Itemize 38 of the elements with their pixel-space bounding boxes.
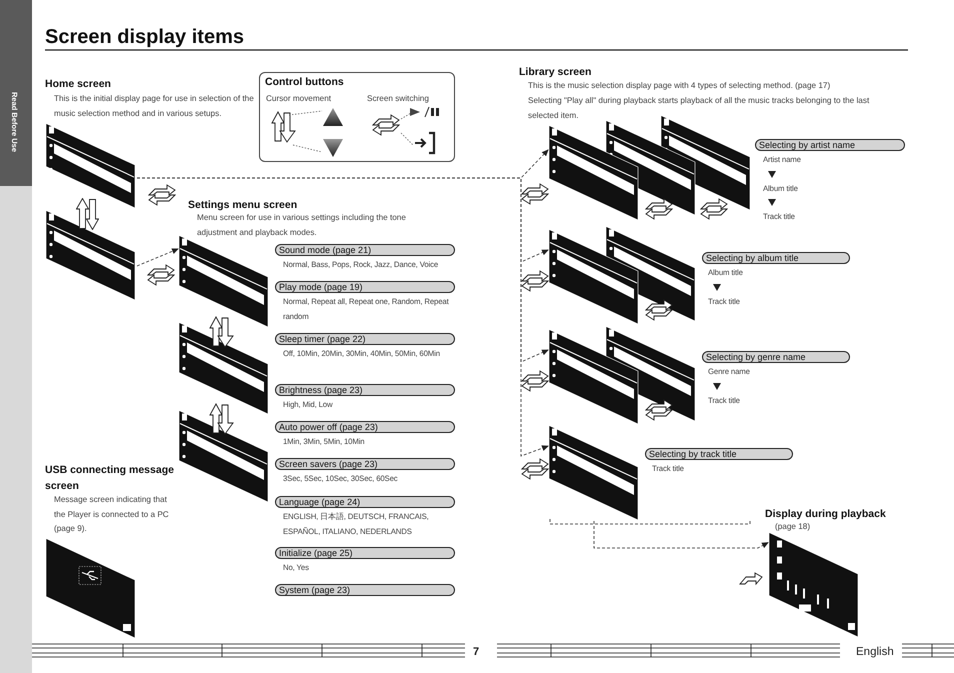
- menu-pill: Selecting by genre name: [702, 351, 850, 363]
- heading: Home screen: [45, 77, 111, 92]
- swap-arrows-icon: [147, 264, 175, 286]
- description-text: (page 18): [775, 521, 810, 533]
- block-arrow: [86, 199, 98, 230]
- menu-pill: Screen savers (page 23): [275, 458, 455, 470]
- dashed-connector: [136, 248, 179, 266]
- menu-pill: Selecting by track title: [645, 448, 793, 460]
- language-label: English: [856, 646, 894, 658]
- heading: USB connecting message screen: [45, 463, 175, 494]
- menu-pill: Language (page 24): [275, 496, 455, 508]
- menu-pill: Auto power off (page 23): [275, 421, 455, 433]
- description-text: Selecting "Play all" during playback starts playback of all the music tracks belonging to the last selected item.: [528, 95, 870, 122]
- dashed-connector: [594, 520, 769, 548]
- button-group-label: Screen switching: [367, 93, 429, 105]
- page-number: 7: [473, 646, 480, 658]
- block-arrow: [76, 198, 89, 230]
- heading: Settings menu screen: [188, 198, 298, 213]
- menu-pill: Initialize (page 25): [275, 547, 455, 559]
- menu-pill: System (page 23): [275, 584, 455, 596]
- page-title: Screen display items: [45, 26, 244, 49]
- heading: Control buttons: [265, 75, 344, 90]
- menu-pill: Selecting by artist name: [755, 139, 905, 151]
- dashed-connector: [136, 178, 549, 457]
- menu-pill: Sleep timer (page 22): [275, 333, 455, 345]
- button-group-label: Cursor movement: [266, 93, 332, 105]
- heading: Display during playback: [765, 507, 886, 522]
- heading: Library screen: [519, 65, 592, 80]
- menu-pill: Play mode (page 19): [275, 281, 455, 293]
- menu-pill: Brightness (page 23): [275, 384, 455, 396]
- swap-arrows-icon: [148, 184, 176, 206]
- menu-pill: Sound mode (page 21): [275, 244, 455, 256]
- description-text: Message screen indicating that the Player is connected to a PC (page 9).: [54, 494, 170, 535]
- description-text: This is the initial display page for use in selection of the music selection method and in various setups.: [54, 93, 255, 120]
- menu-pill: Selecting by album title: [702, 252, 850, 264]
- description-text: This is the music selection display page with 4 types of selecting method. (page 17): [528, 80, 830, 92]
- control-panel: [259, 72, 455, 162]
- description-text: Menu screen for use in various settings including the tone adjustment and playback modes.: [197, 212, 407, 239]
